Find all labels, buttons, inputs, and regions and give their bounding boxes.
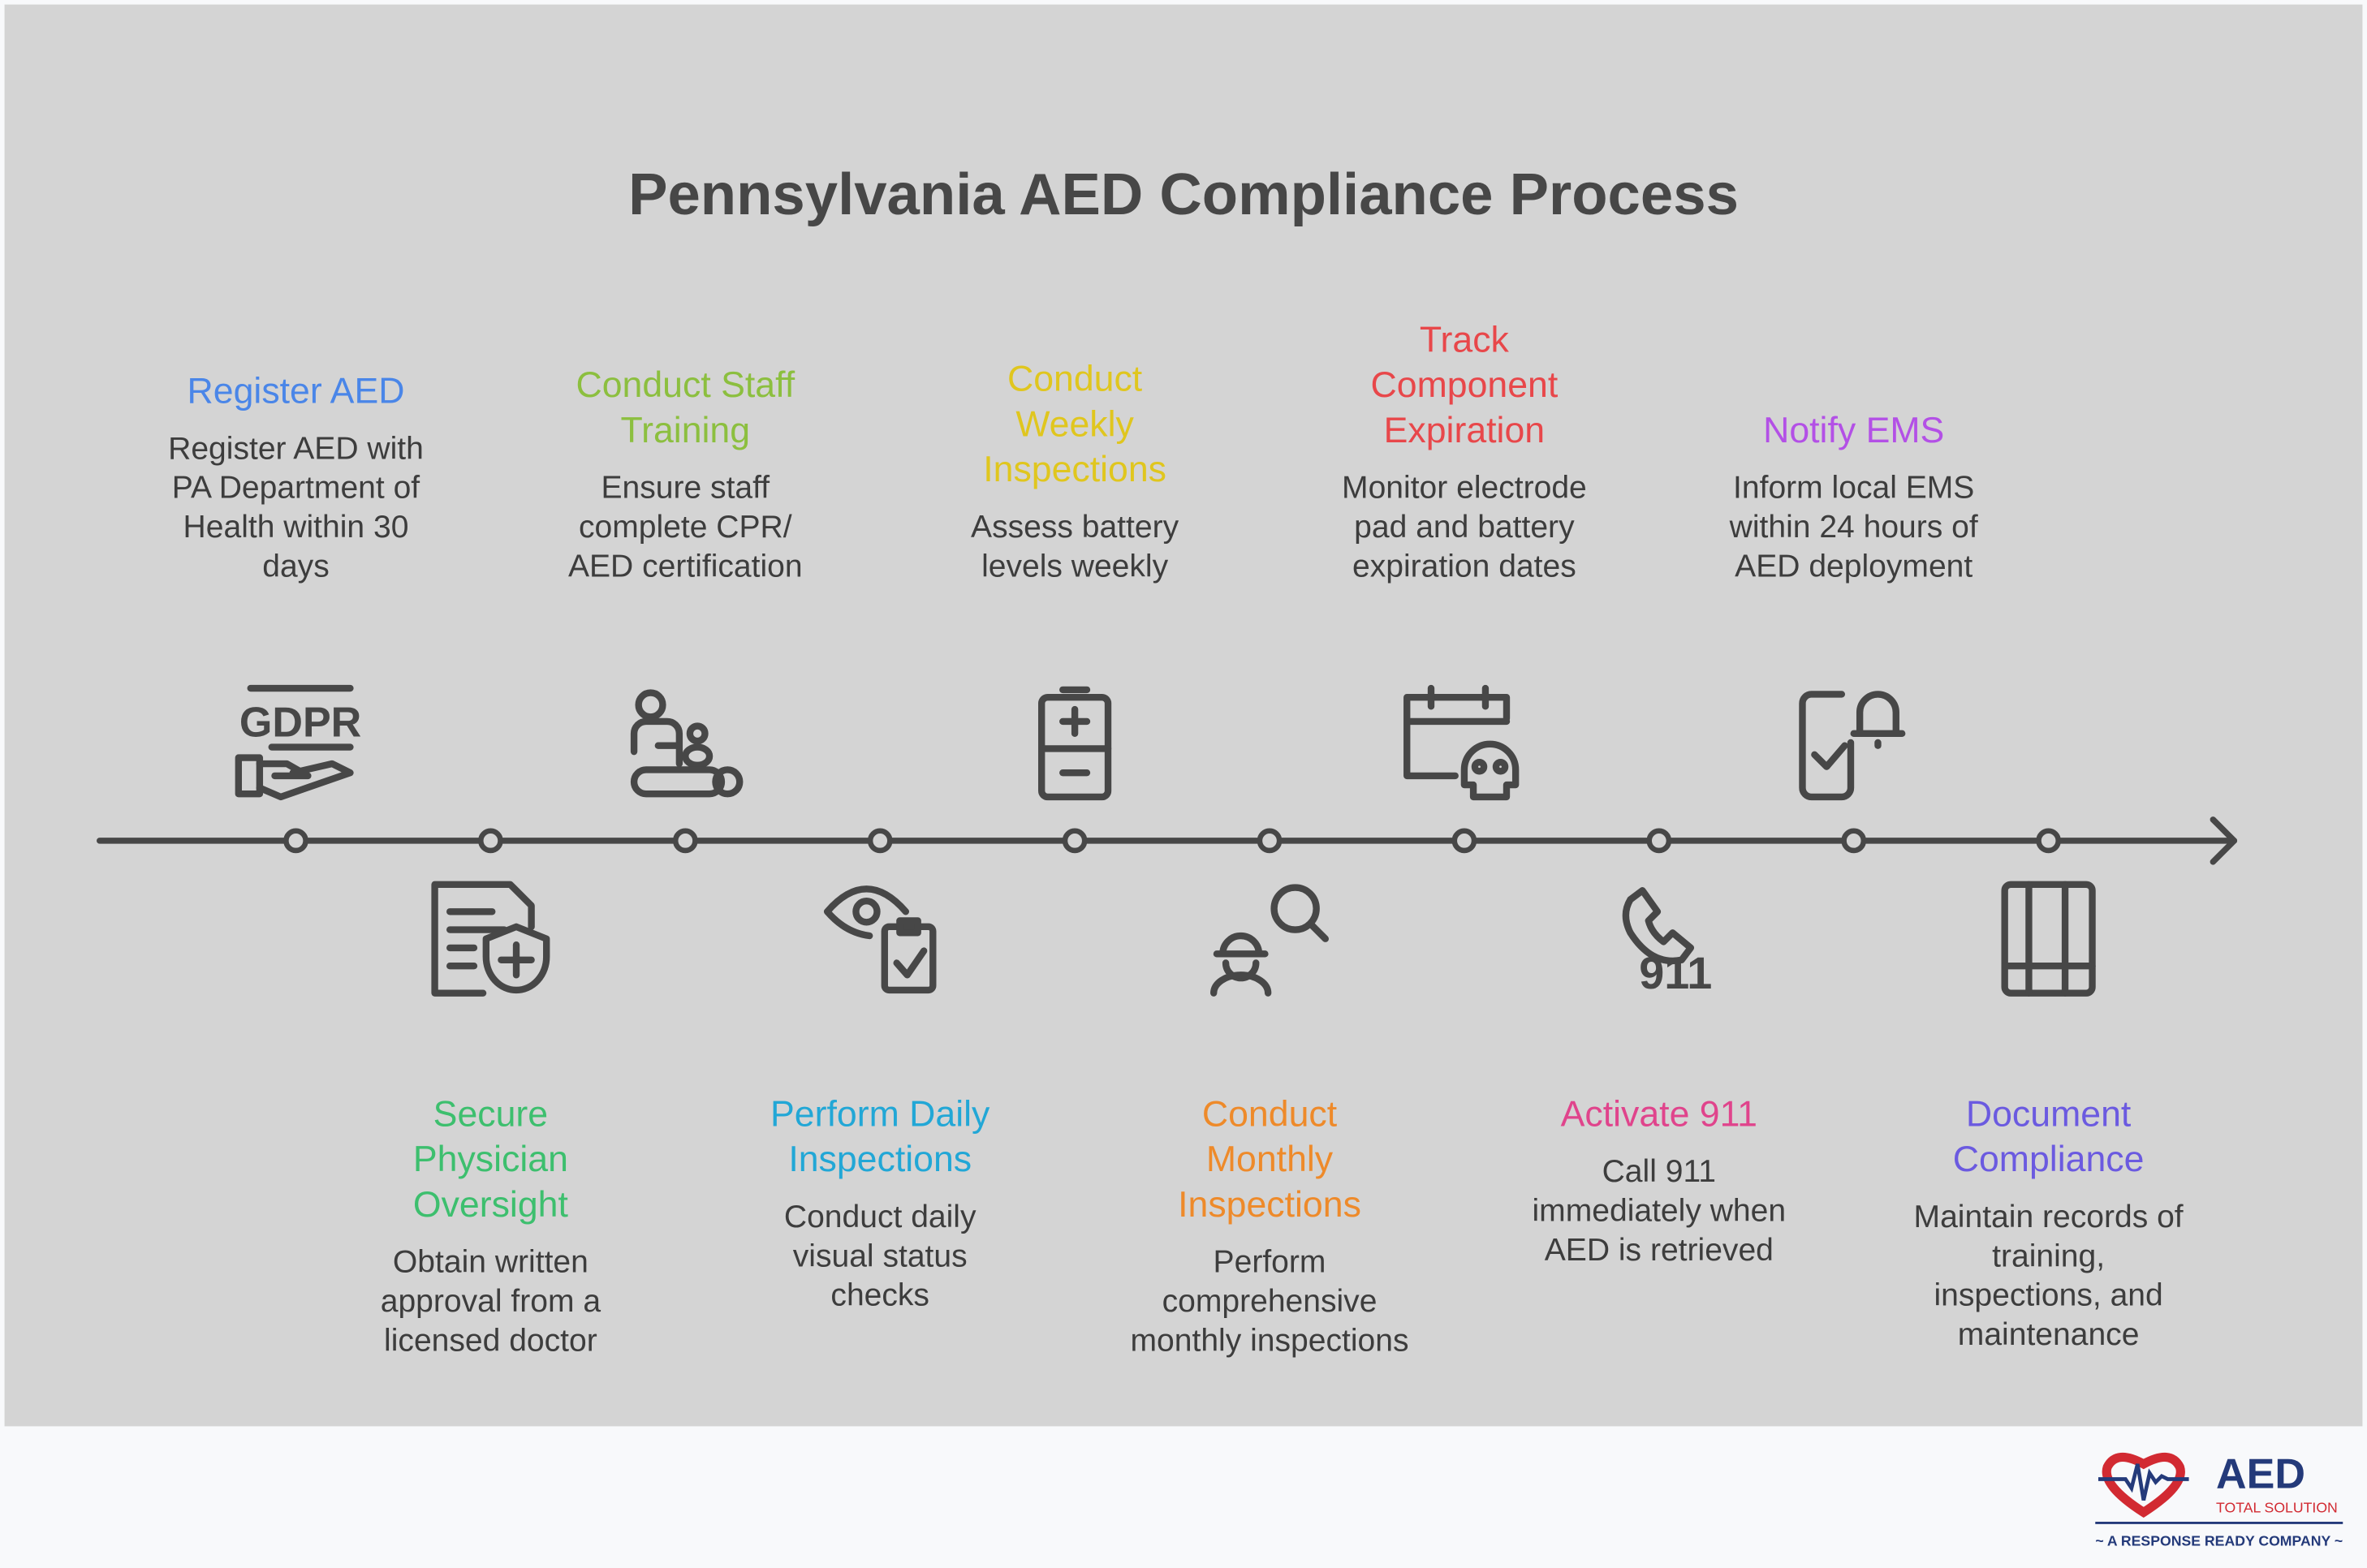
timeline-node	[1841, 828, 1867, 854]
timeline-node	[283, 828, 308, 854]
binder-icon	[2001, 881, 2096, 997]
timeline-node	[867, 828, 893, 854]
calendar-skull-icon	[1403, 684, 1520, 801]
step-title: Notify EMS	[1763, 410, 1945, 452]
step-9: Notify EMS Inform local EMS within 24 hou…	[1680, 409, 2028, 587]
step-title: Track Component Expiration	[1370, 320, 1559, 452]
step-title: Perform Daily Inspections	[770, 1094, 990, 1181]
step-description: Obtain written approval from a licensed …	[380, 1245, 601, 1359]
step-title: Activate 911	[1560, 1094, 1757, 1135]
inspector-search-icon	[1210, 884, 1330, 997]
timeline-node	[478, 828, 503, 854]
step-title: Register AED	[187, 371, 405, 412]
911-icon-text: 911	[1639, 947, 1712, 998]
step-description: Maintain records of training, inspection…	[1913, 1200, 2184, 1353]
page-title: Pennsylvania AED Compliance Process	[628, 162, 1739, 228]
logo-name: AED	[2216, 1451, 2305, 1498]
phone-bell-icon	[1799, 691, 1906, 801]
step-description: Call 911 immediately when AED is retriev…	[1532, 1154, 1787, 1269]
eye-clipboard-icon	[823, 885, 937, 994]
company-logo: AED TOTAL SOLUTION ~ A RESPONSE READY CO…	[2093, 1443, 2346, 1557]
step-title: Secure Physician Oversight	[412, 1094, 568, 1226]
timeline-node	[1062, 828, 1088, 854]
step-description: Monitor electrode pad and battery expira…	[1342, 471, 1587, 584]
step-title: Conduct Weekly Inspections	[983, 359, 1166, 491]
timeline-node	[1451, 828, 1477, 854]
logo-slogan: ~ A RESPONSE READY COMPANY ~	[2095, 1532, 2343, 1549]
cpr-training-icon	[630, 689, 744, 798]
step-description: Ensure staff complete CPR/ AED certifica…	[567, 471, 803, 584]
timeline-node	[1646, 828, 1672, 854]
step-title: Document Compliance	[1952, 1094, 2145, 1181]
timeline-node	[672, 828, 698, 854]
step-description: Assess battery levels weekly	[971, 510, 1179, 584]
step-description: Inform local EMS within 24 hours of AED …	[1729, 471, 1978, 584]
document-shield-icon	[431, 881, 550, 997]
step-description: Conduct daily visual status checks	[783, 1200, 977, 1313]
gdpr-hand-icon: GDPR	[235, 684, 361, 801]
heart-logo-icon	[2102, 1452, 2185, 1518]
step-title: Conduct Staff Training	[576, 365, 795, 452]
step-1: Register AED Register AED with PA Departm…	[123, 370, 470, 588]
diagram-panel	[4, 4, 2363, 1427]
step-description: Register AED with PA Department of Healt…	[168, 431, 424, 584]
battery-icon	[1038, 686, 1112, 801]
step-title: Conduct Monthly Inspections	[1178, 1094, 1361, 1226]
gdpr-icon-text: GDPR	[239, 700, 361, 747]
timeline-node	[1257, 828, 1283, 854]
logo-tagline: TOTAL SOLUTION	[2216, 1499, 2338, 1515]
timeline-arrow-icon	[2210, 816, 2238, 865]
timeline-node	[2036, 828, 2061, 854]
step-description: Perform comprehensive monthly inspection…	[1130, 1245, 1409, 1359]
phone-911-icon: 911	[1622, 887, 1712, 998]
